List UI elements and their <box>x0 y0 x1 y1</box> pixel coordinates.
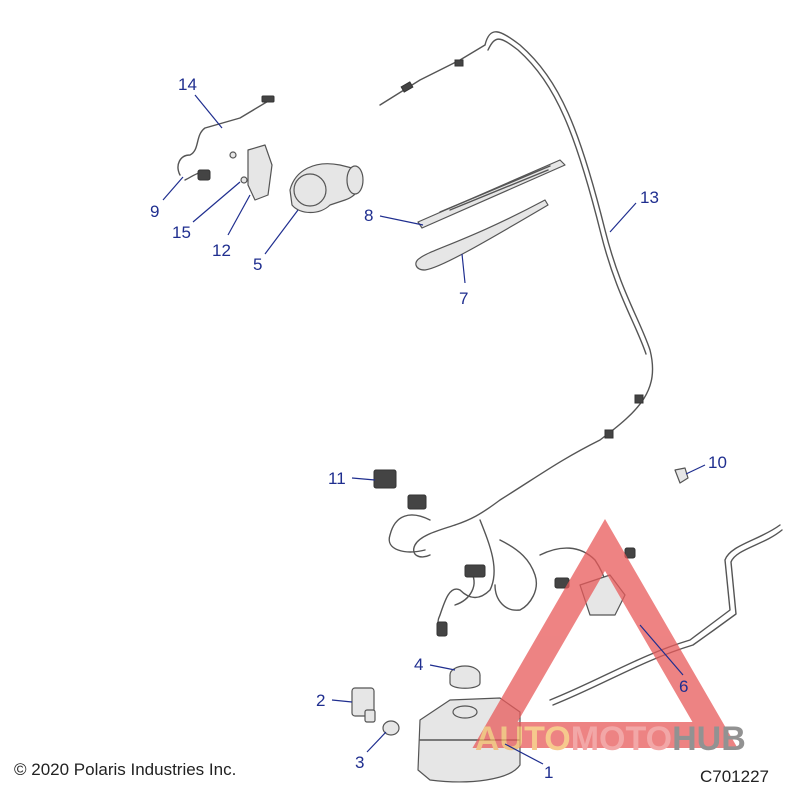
washer-hose <box>379 31 654 526</box>
svg-text:AUTOMOTOHUB: AUTOMOTOHUB <box>475 720 746 758</box>
watermark-auto: AUTO <box>475 720 571 758</box>
callout-1: 1 <box>544 763 553 782</box>
callout-12: 12 <box>212 241 231 260</box>
wiper-motor <box>289 163 364 214</box>
grommet <box>382 720 400 736</box>
callout-10: 10 <box>708 453 727 472</box>
clip <box>674 467 689 484</box>
wiper-arm <box>415 199 549 271</box>
washer-tube <box>549 524 783 706</box>
callout-3: 3 <box>355 753 364 772</box>
copyright-text: © 2020 Polaris Industries Inc. <box>14 760 236 779</box>
watermark-moto: MOTO <box>571 720 672 758</box>
callout-2: 2 <box>316 691 325 710</box>
screws <box>229 151 248 184</box>
washer-pump <box>351 687 376 723</box>
callout-6: 6 <box>679 677 688 696</box>
watermark-hub: HUB <box>672 720 746 758</box>
callout-7: 7 <box>459 289 468 308</box>
callout-4: 4 <box>414 655 423 674</box>
callouts: 1 2 3 4 5 6 7 8 9 10 11 12 13 14 15 <box>150 75 727 782</box>
watermark-triangle <box>472 519 738 748</box>
callout-9: 9 <box>150 202 159 221</box>
callout-8: 8 <box>364 206 373 225</box>
callout-13: 13 <box>640 188 659 207</box>
callout-5: 5 <box>253 255 262 274</box>
reservoir-cap <box>449 665 481 689</box>
callout-11: 11 <box>328 469 346 488</box>
leader-lines <box>162 94 706 765</box>
callout-14: 14 <box>178 75 197 94</box>
wiper-harness-pigtail <box>177 95 275 181</box>
mounting-bracket <box>247 144 273 201</box>
automotohub-watermark: AUTOMOTOHUB <box>472 519 746 758</box>
diagram-code: C701227 <box>700 767 769 786</box>
wiper-blade <box>417 159 566 229</box>
callout-15: 15 <box>172 223 191 242</box>
